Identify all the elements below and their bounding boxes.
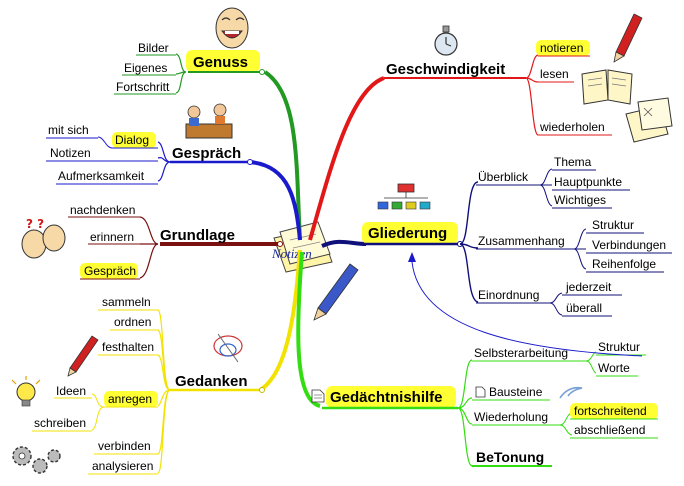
genuss-highlight — [186, 50, 260, 72]
tornado-icon — [213, 333, 243, 363]
center-node[interactable]: Notizen — [271, 221, 333, 273]
org-chart-icon — [377, 183, 431, 210]
gedaechtnishilfe-label[interactable]: Gedächtnishilfe — [330, 389, 443, 406]
center-label: Notizen — [271, 246, 312, 261]
gedaechtnishilfe-bausteine[interactable]: Bausteine — [489, 385, 543, 399]
svg-text:? ?: ? ? — [26, 217, 44, 231]
selbsterarbeitung-item-worte[interactable]: Worte — [598, 361, 630, 375]
grundlage-item-erinnern[interactable]: erinnern — [90, 230, 134, 244]
fortschreitend-highlight — [570, 403, 658, 419]
gespraech-item-notizen[interactable]: Notizen — [50, 146, 91, 160]
gliederung-ueberblick[interactable]: Überblick — [478, 170, 529, 184]
genuss-item-bilder[interactable]: Bilder — [138, 41, 169, 55]
pencil-icon — [613, 13, 643, 63]
ueberblick-item-thema[interactable]: Thema — [554, 155, 592, 169]
pencil-icon — [313, 263, 359, 321]
geschwindigkeit-label[interactable]: Geschwindigkeit — [386, 61, 505, 78]
gliederung-einordnung[interactable]: Einordnung — [478, 288, 539, 302]
gedaechtnishilfe-betonung[interactable]: BeTonung — [476, 449, 544, 465]
notes-paper-icon — [625, 97, 673, 143]
document-icon — [311, 389, 325, 403]
gespraech-item-dialog[interactable]: Dialog — [115, 133, 149, 147]
pencil-icon — [67, 335, 99, 377]
gedanken-label[interactable]: Gedanken — [175, 373, 248, 390]
gedanken-item-ordnen[interactable]: ordnen — [114, 315, 151, 329]
notieren-highlight — [536, 40, 590, 56]
branch-grundlage: Grundlage nachdenken erinnern Gespräch — [68, 203, 283, 280]
gears-icon — [12, 446, 61, 474]
book-icon — [581, 69, 633, 105]
wiederholung-item-fortschreitend[interactable]: fortschreitend — [574, 404, 647, 418]
geschwindigkeit-main-connector — [308, 76, 385, 241]
einordnung-item-jederzeit[interactable]: jederzeit — [565, 280, 612, 294]
document-icon — [475, 386, 486, 398]
paper-clip-icon — [559, 386, 583, 399]
zusammenhang-item-verbindungen[interactable]: Verbindungen — [592, 238, 666, 252]
gliederung-main-connector — [321, 239, 367, 248]
gedanken-item-analysieren[interactable]: analysieren — [92, 459, 153, 473]
people-at-table-icon — [185, 103, 233, 139]
grundlage-item-nachdenken[interactable]: nachdenken — [70, 203, 135, 217]
gespraech-label[interactable]: Gespräch — [172, 145, 241, 162]
selbsterarbeitung-item-struktur[interactable]: Struktur — [598, 340, 640, 354]
geschwindigkeit-item-notieren[interactable]: notieren — [540, 41, 583, 55]
branch-gedaechtnishilfe: Gedächtnishilfe Selbsterarbeitung Strukt… — [296, 251, 658, 467]
gedanken-item-sammeln[interactable]: sammeln — [102, 295, 151, 309]
dialog-item-mit-sich[interactable]: mit sich — [48, 123, 89, 137]
lightbulb-icon — [11, 376, 41, 407]
grundlage-label[interactable]: Grundlage — [160, 227, 235, 244]
gespraech-item-aufmerksamkeit[interactable]: Aufmerksamkeit — [58, 169, 145, 183]
dialog-highlight — [112, 132, 156, 148]
einordnung-item-ueberall[interactable]: überall — [566, 301, 602, 315]
gespraech-main-connector — [249, 160, 302, 241]
gliederung-highlight — [362, 222, 458, 244]
gedanken-item-verbinden[interactable]: verbinden — [98, 439, 151, 453]
grundlage-gespraech-highlight — [80, 263, 138, 279]
genuss-item-fortschritt[interactable]: Fortschritt — [116, 80, 170, 94]
anregen-highlight — [104, 391, 158, 407]
notes-stack-icon — [273, 221, 333, 273]
gliederung-zusammenhang[interactable]: Zusammenhang — [478, 234, 565, 248]
anregen-item-ideen[interactable]: Ideen — [56, 384, 86, 398]
zusammenhang-item-struktur[interactable]: Struktur — [592, 218, 634, 232]
branch-gedanken: Gedanken sammeln ordnen festhalten anreg… — [32, 249, 302, 475]
branch-gespraech: Gespräch Dialog mit sich Notizen Aufmerk… — [46, 123, 302, 241]
anregen-item-schreiben[interactable]: schreiben — [34, 416, 86, 430]
genuss-label[interactable]: Genuss — [193, 54, 248, 71]
gedanken-item-anregen[interactable]: anregen — [108, 392, 152, 406]
cross-link-arrow — [408, 252, 643, 357]
wiederholung-item-abschliessend[interactable]: abschließend — [574, 423, 645, 437]
grundlage-item-gespraech[interactable]: Gespräch — [84, 264, 136, 278]
ueberblick-item-hauptpunkte[interactable]: Hauptpunkte — [554, 175, 622, 189]
geschwindigkeit-item-lesen[interactable]: lesen — [540, 67, 569, 81]
geschwindigkeit-item-wiederholen[interactable]: wiederholen — [539, 120, 605, 134]
gedanken-main-connector — [258, 249, 302, 392]
gedaechtnishilfe-wiederholung[interactable]: Wiederholung — [474, 410, 548, 424]
laughing-face-icon — [215, 7, 249, 49]
branch-geschwindigkeit: Geschwindigkeit notieren lesen wiederhol… — [308, 40, 612, 241]
gedaechtnishilfe-selbsterarbeitung[interactable]: Selbsterarbeitung — [474, 346, 568, 360]
gedaechtnishilfe-highlight — [326, 386, 456, 408]
branch-genuss: Genuss Bilder Eigenes Fortschritt — [114, 41, 302, 241]
ueberblick-item-wichtiges[interactable]: Wichtiges — [554, 193, 606, 207]
genuss-item-eigenes[interactable]: Eigenes — [124, 61, 167, 75]
genuss-main-connector — [263, 70, 302, 241]
stopwatch-icon — [434, 25, 458, 56]
gedaechtnishilfe-main-connector — [296, 251, 321, 408]
branch-gliederung: Gliederung Überblick Thema Hauptpunkte W… — [321, 155, 672, 317]
gedanken-item-festhalten[interactable]: festhalten — [102, 340, 154, 354]
confused-faces-icon: ? ? — [21, 217, 66, 259]
gliederung-label[interactable]: Gliederung — [368, 225, 447, 242]
zusammenhang-item-reihenfolge[interactable]: Reihenfolge — [592, 257, 656, 271]
